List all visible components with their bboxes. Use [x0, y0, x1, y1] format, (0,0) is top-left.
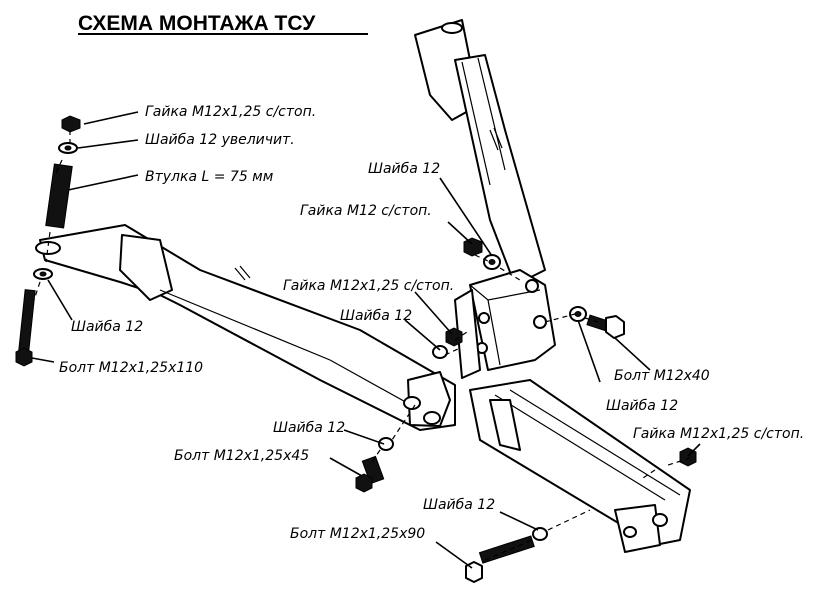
label-washer-12-left: Шайба 12 — [71, 319, 143, 335]
center-hardware — [355, 237, 697, 583]
label-sleeve-75: Втулка L = 75 мм — [145, 169, 274, 185]
label-washer-12-lower: Шайба 12 — [273, 420, 345, 436]
washer-12-right-icon — [569, 306, 587, 322]
washer-12-enlarged-icon — [58, 142, 78, 154]
label-washer-12-right: Шайба 12 — [606, 398, 678, 414]
nut-m12-top-icon — [463, 237, 483, 257]
part-labels: Гайка М12х1,25 с/стоп. Шайба 12 увеличит… — [59, 104, 804, 542]
washer-12-lower-icon — [378, 437, 394, 451]
washer-12-bottom-icon — [532, 527, 548, 541]
label-nut-m12-top: Гайка М12 с/стоп. — [300, 203, 432, 219]
label-washer-12-bottom: Шайба 12 — [423, 497, 495, 513]
label-washer-12-center: Шайба 12 — [340, 308, 412, 324]
label-bolt-m12x125x90: Болт М12х1,25х90 — [290, 526, 425, 542]
diagram-title: СХЕМА МОНТАЖА ТСУ — [78, 12, 316, 35]
sleeve-75-icon — [45, 163, 73, 229]
receiver-arm — [35, 224, 456, 431]
bolt-m12x125x110-icon — [15, 289, 36, 367]
label-nut-m12x125-left: Гайка М12х1,25 с/стоп. — [145, 104, 316, 120]
label-bolt-m12x125x45: Болт М12х1,25х45 — [174, 448, 309, 464]
mounting-plate — [454, 269, 556, 379]
vertical-bracket — [414, 19, 546, 286]
left-hardware — [15, 115, 81, 367]
bolt-m12x125x90-icon — [465, 535, 535, 583]
bolt-m12x125x45-icon — [355, 455, 385, 493]
nut-m12x125-left-icon — [61, 115, 81, 133]
label-washer-12-enlarged: Шайба 12 увеличит. — [145, 132, 295, 148]
rails — [469, 379, 691, 553]
bolt-m12x40-icon — [586, 314, 625, 339]
leader-lines — [31, 111, 701, 569]
label-washer-12-top: Шайба 12 — [368, 161, 440, 177]
label-bolt-m12x125x110: Болт М12х1,25х110 — [59, 360, 203, 376]
label-bolt-m12x40: Болт М12х40 — [614, 368, 710, 384]
label-nut-m12x125-center: Гайка М12х1,25 с/стоп. — [283, 278, 454, 294]
washer-12-top-icon — [483, 254, 501, 270]
washer-12-center-icon — [432, 345, 448, 359]
label-nut-m12x125-right: Гайка М12х1,25 с/стоп. — [633, 426, 804, 442]
washer-12-left-icon — [33, 268, 53, 280]
assembly-lines — [33, 130, 691, 561]
